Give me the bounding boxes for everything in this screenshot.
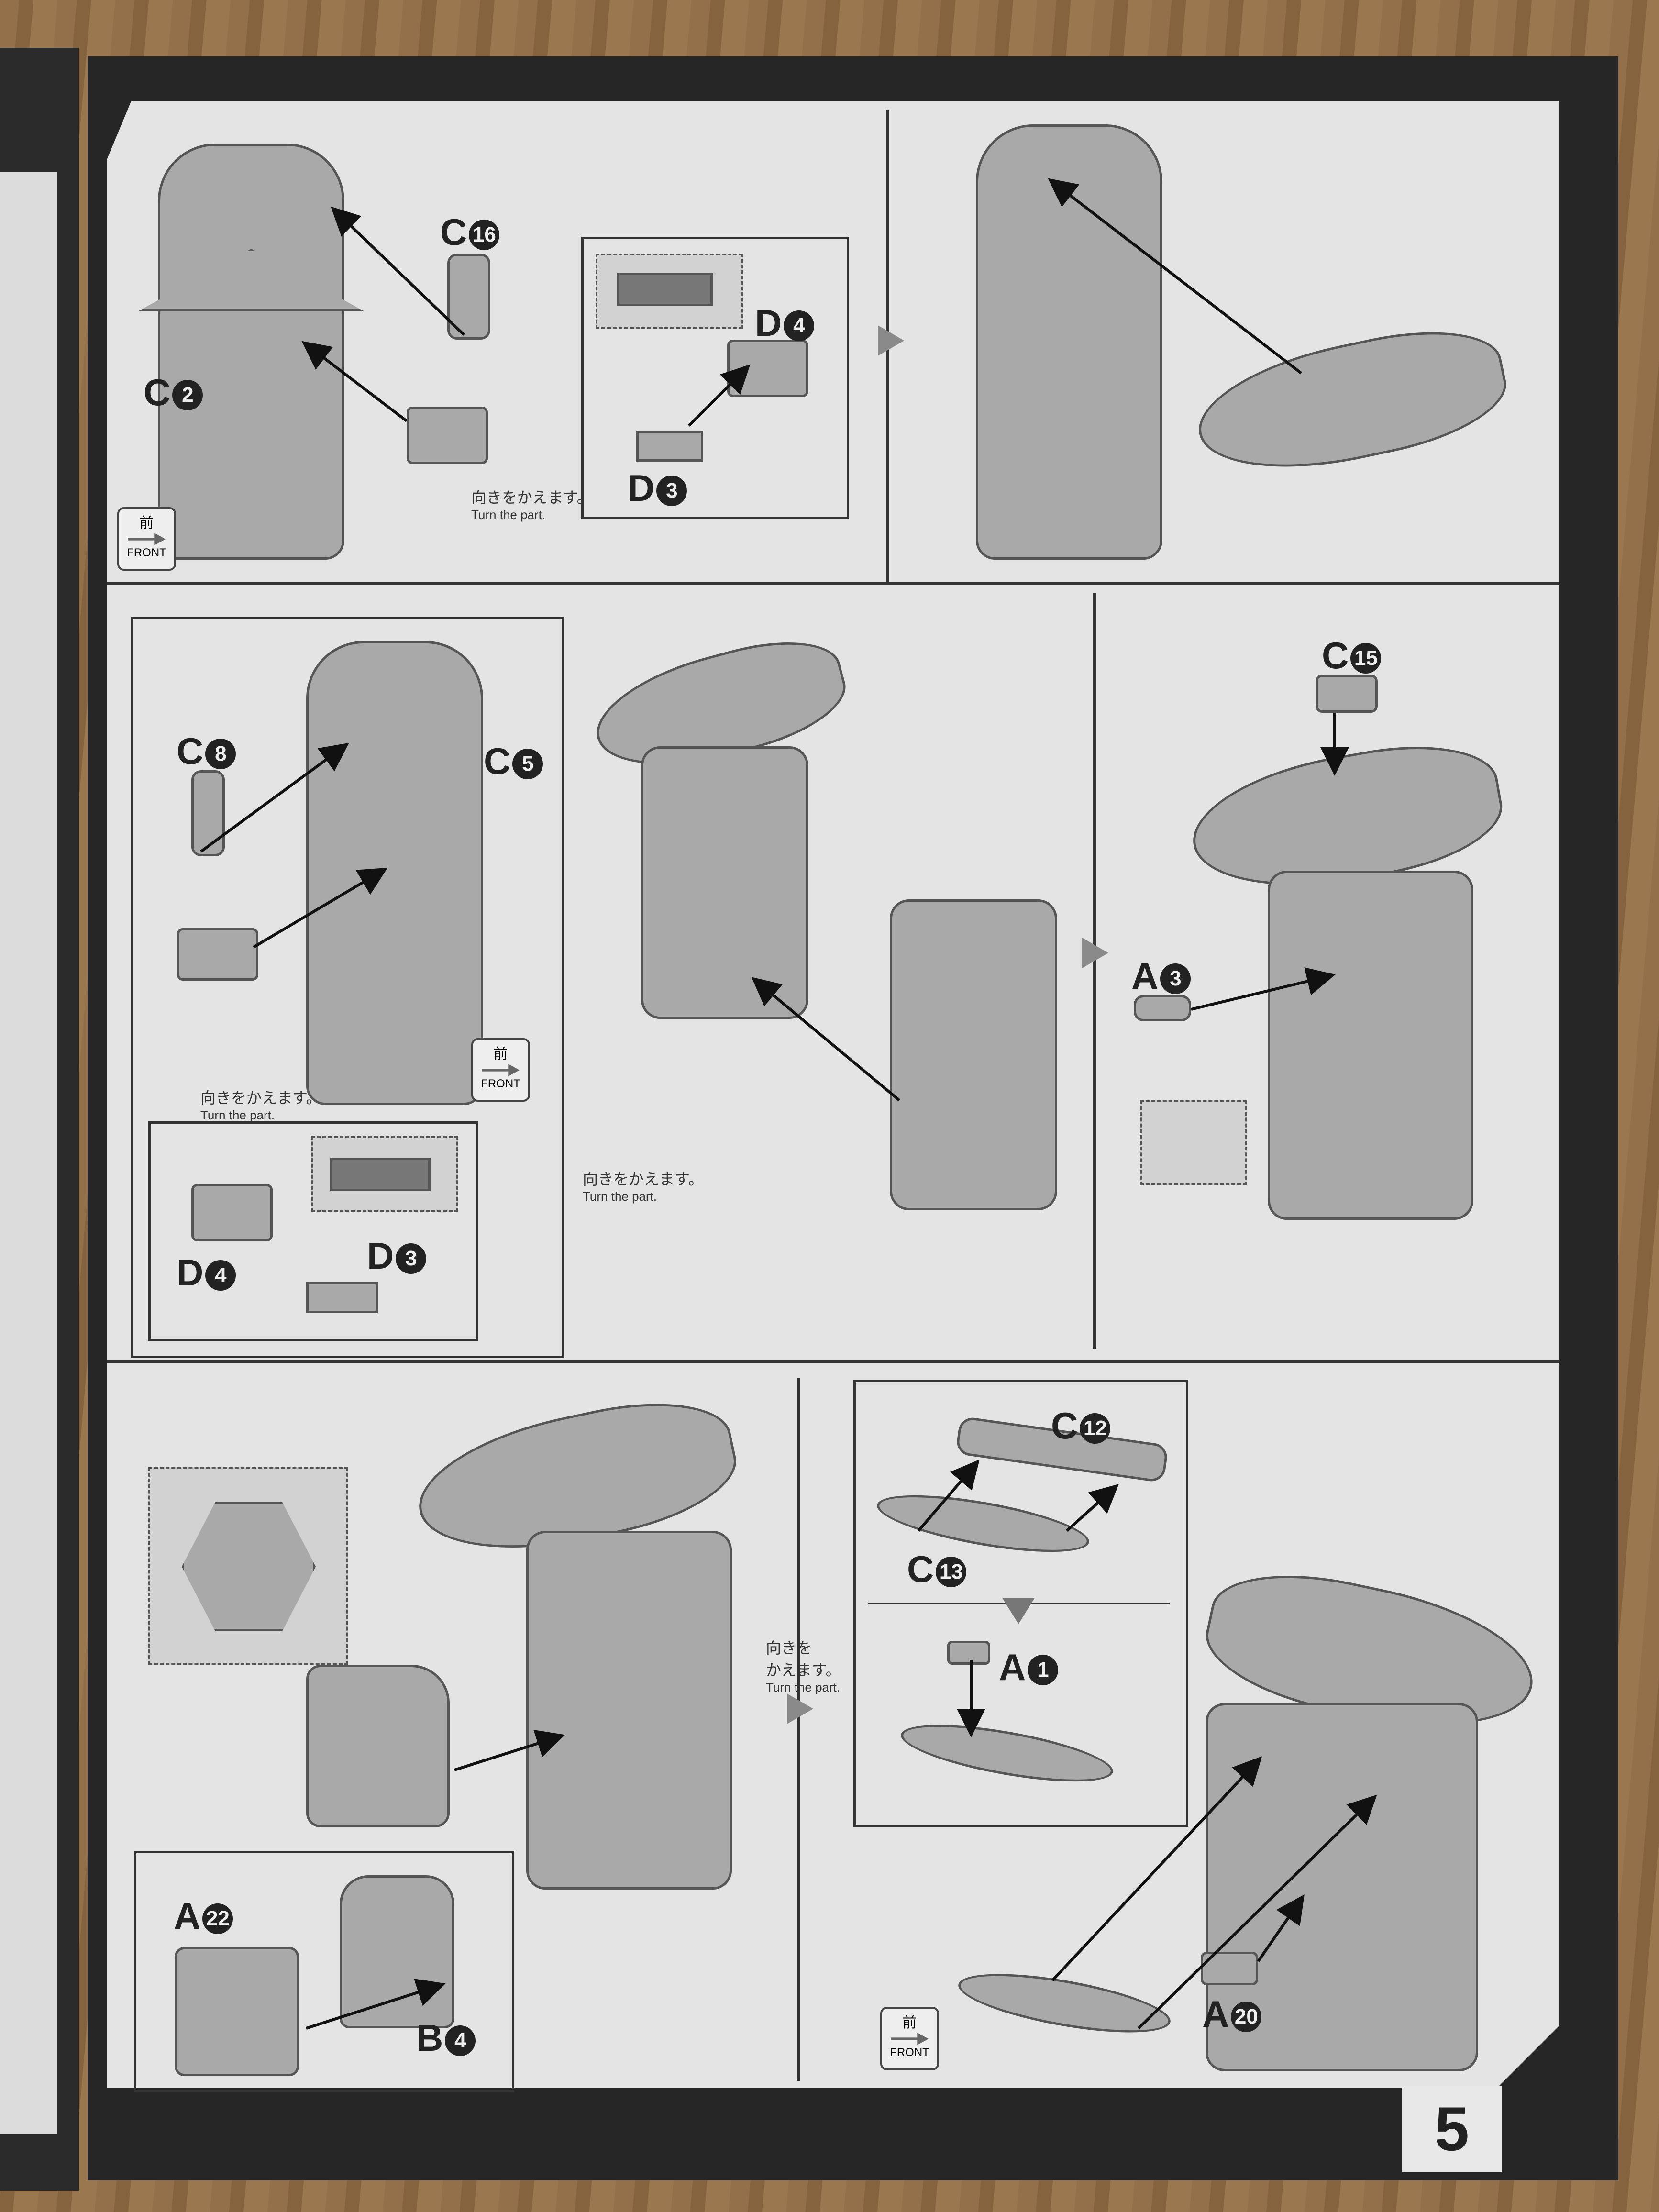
part-d4-assembly [407,407,488,464]
arrow [253,867,388,949]
turn-part-note: 向きをかえます。Turn the part. [583,1171,704,1204]
arrow [1257,1894,1305,1962]
next-step-arrow [878,325,904,356]
part-a1 [947,1641,990,1665]
next-step-arrow [1082,938,1108,968]
part-d3 [636,431,703,462]
arrow [1048,178,1302,375]
part-d4 [191,1184,273,1241]
arrow [1191,967,1336,1011]
body-frame-part [306,641,483,1105]
part-c8 [191,770,225,856]
detail-inset [1140,1100,1247,1185]
arrow [1051,1756,1262,1982]
arrow [301,341,408,422]
subassembly-box [148,1121,478,1341]
row-divider-1 [107,582,1559,585]
lower-body-part [890,899,1057,1210]
arrow [687,364,751,427]
arrow [917,1459,980,1532]
arrow [331,206,465,336]
page-number: 5 [1402,2086,1502,2172]
next-step-arrow [787,1693,813,1724]
part-d4-assembly [177,928,258,981]
intake-assembly-part [306,1665,450,1827]
part-a3 [1134,995,1191,1021]
step3-divider [797,1378,800,2081]
turn-part-note: 向きをかえます。Turn the part. [471,489,592,522]
step2-divider [1093,593,1096,1349]
arrow [454,1729,565,1771]
body-assembly-part [641,746,808,1019]
arrow [200,742,349,853]
part-d3-detail [330,1158,431,1191]
body-assembly-part [1268,871,1473,1220]
down-step-arrow [1002,1598,1035,1624]
turn-part-note-stacked: 向きをかえます。Turn the part. [766,1639,841,1694]
part-a22 [175,1947,299,2076]
arrow [1065,1483,1119,1532]
subassembly-box [134,1851,514,2092]
row-divider-2 [107,1360,1559,1363]
body-assembly-part [526,1531,732,1890]
step2-subassembly-box [131,617,564,1358]
turn-part-note: 向きをかえます。Turn the part. [200,1089,321,1122]
arrow [306,1979,446,2030]
previous-page-edge [0,48,79,2191]
arrow [1137,1794,1377,2030]
previous-page-sheet [0,172,57,2134]
arrow [751,977,900,1102]
subassembly-box [853,1380,1188,1827]
subassembly-box [581,237,849,519]
part-d3-detail [617,273,713,306]
part-c15 [1316,675,1378,713]
part-d3 [306,1282,378,1313]
